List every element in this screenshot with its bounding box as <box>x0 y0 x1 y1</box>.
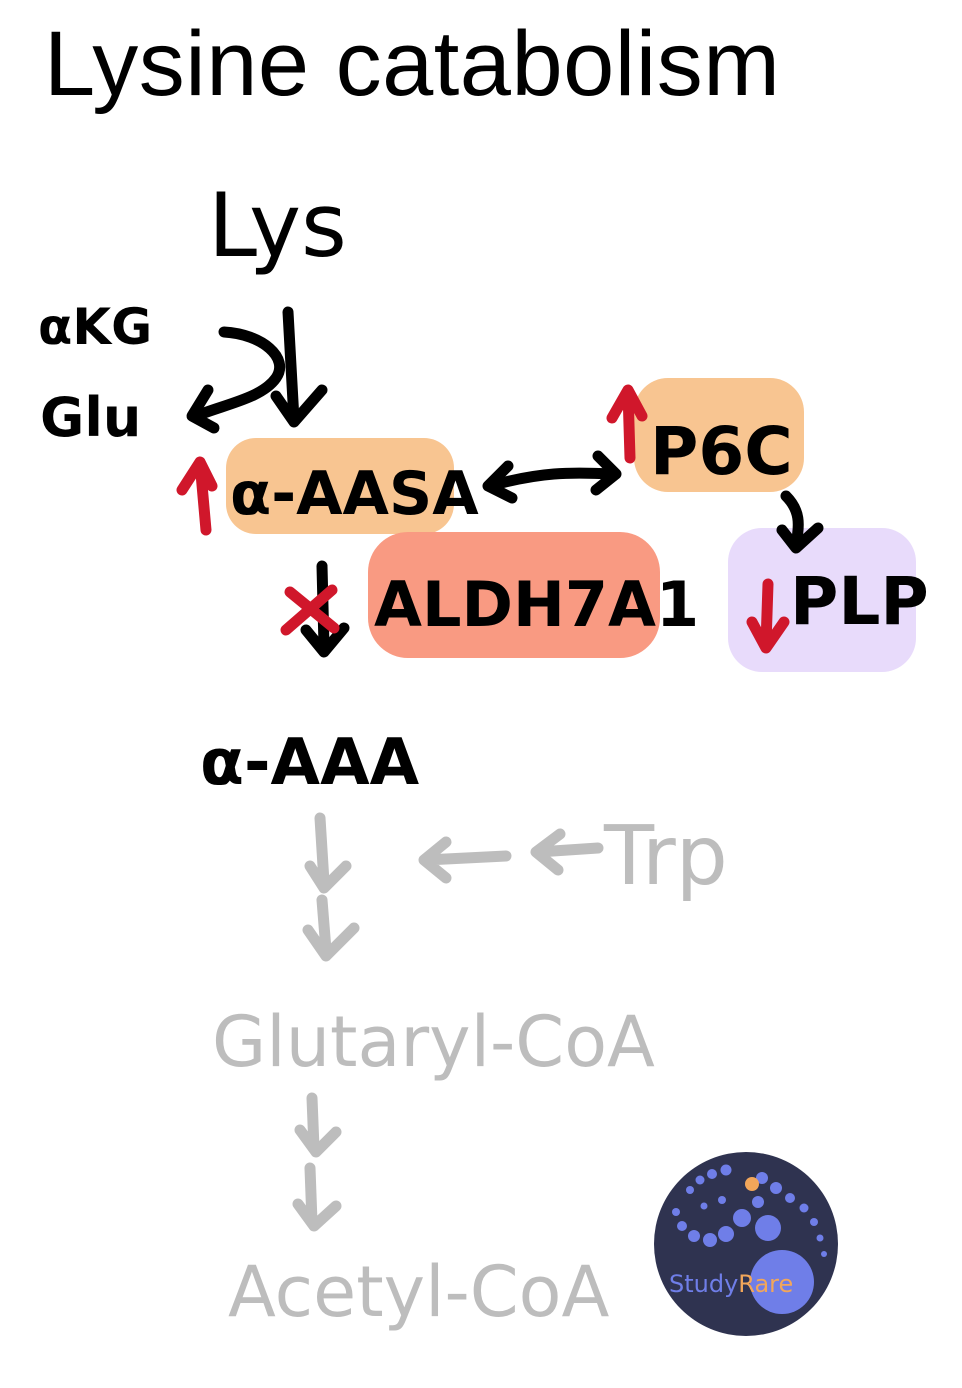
arrow-lys-to-aasa <box>282 306 300 426</box>
page-title: Lysine catabolism <box>44 13 781 115</box>
arrow-glutaryl-step2 <box>292 1162 342 1232</box>
logo-word-rare: Rare <box>738 1270 793 1298</box>
aasa-highlight <box>226 438 454 534</box>
arrow-aaa-step2 <box>302 894 360 962</box>
arrow-akg-to-glu-head <box>186 384 220 434</box>
lys-label: Lys <box>208 174 347 277</box>
trp-label: Trp <box>603 809 728 904</box>
aaa-label: α-AAA <box>200 726 420 800</box>
arrow-aasa-to-aaa <box>316 560 330 652</box>
arrow-aasa-p6c-right-head <box>590 450 622 496</box>
arrow-trp-in-2 <box>530 828 604 876</box>
glutaryl-coa-label: Glutaryl-CoA <box>212 1001 655 1083</box>
logo-background <box>654 1152 838 1336</box>
arrow-lys-to-aasa-head <box>270 384 328 428</box>
logo-text: StudyRare <box>669 1270 793 1298</box>
arrow-p6c-to-plp-head <box>776 522 824 554</box>
logo-dots <box>672 1164 827 1257</box>
aasa-label: α-AASA <box>230 459 479 529</box>
red-marks <box>176 384 790 654</box>
logo-big-dot <box>750 1250 814 1314</box>
arrow-aasa-to-aaa-head <box>300 622 350 658</box>
arrow-aasa-p6c <box>484 467 618 492</box>
grey-arrows <box>292 812 604 1232</box>
plp-decrease-arrow <box>746 578 790 654</box>
acetyl-coa-label: Acetyl-CoA <box>228 1251 609 1333</box>
aldh7a1-highlight <box>368 532 660 658</box>
plp-label: PLP <box>790 563 929 640</box>
p6c-label: P6C <box>650 413 793 490</box>
akg-label: αKG <box>38 298 152 356</box>
studyrare-logo: StudyRare <box>654 1152 838 1336</box>
blocked-x-icon <box>280 584 340 636</box>
logo-word-study: Study <box>669 1270 738 1298</box>
logo-accent-dot <box>745 1177 759 1191</box>
arrow-aasa-p6c-left-head <box>482 460 518 504</box>
glu-label: Glu <box>40 386 141 449</box>
p6c-increase-arrow <box>606 384 648 464</box>
black-arrows <box>186 306 824 658</box>
arrow-p6c-to-plp <box>780 490 804 550</box>
arrow-trp-in-1 <box>418 836 512 884</box>
arrow-glutaryl-step1 <box>294 1092 342 1158</box>
aasa-increase-arrow <box>176 456 218 536</box>
arrow-aaa-step1 <box>304 812 352 894</box>
aldh7a1-label: ALDH7A1 <box>374 568 699 641</box>
p6c-highlight <box>634 378 804 492</box>
arrow-akg-to-glu <box>190 326 286 422</box>
